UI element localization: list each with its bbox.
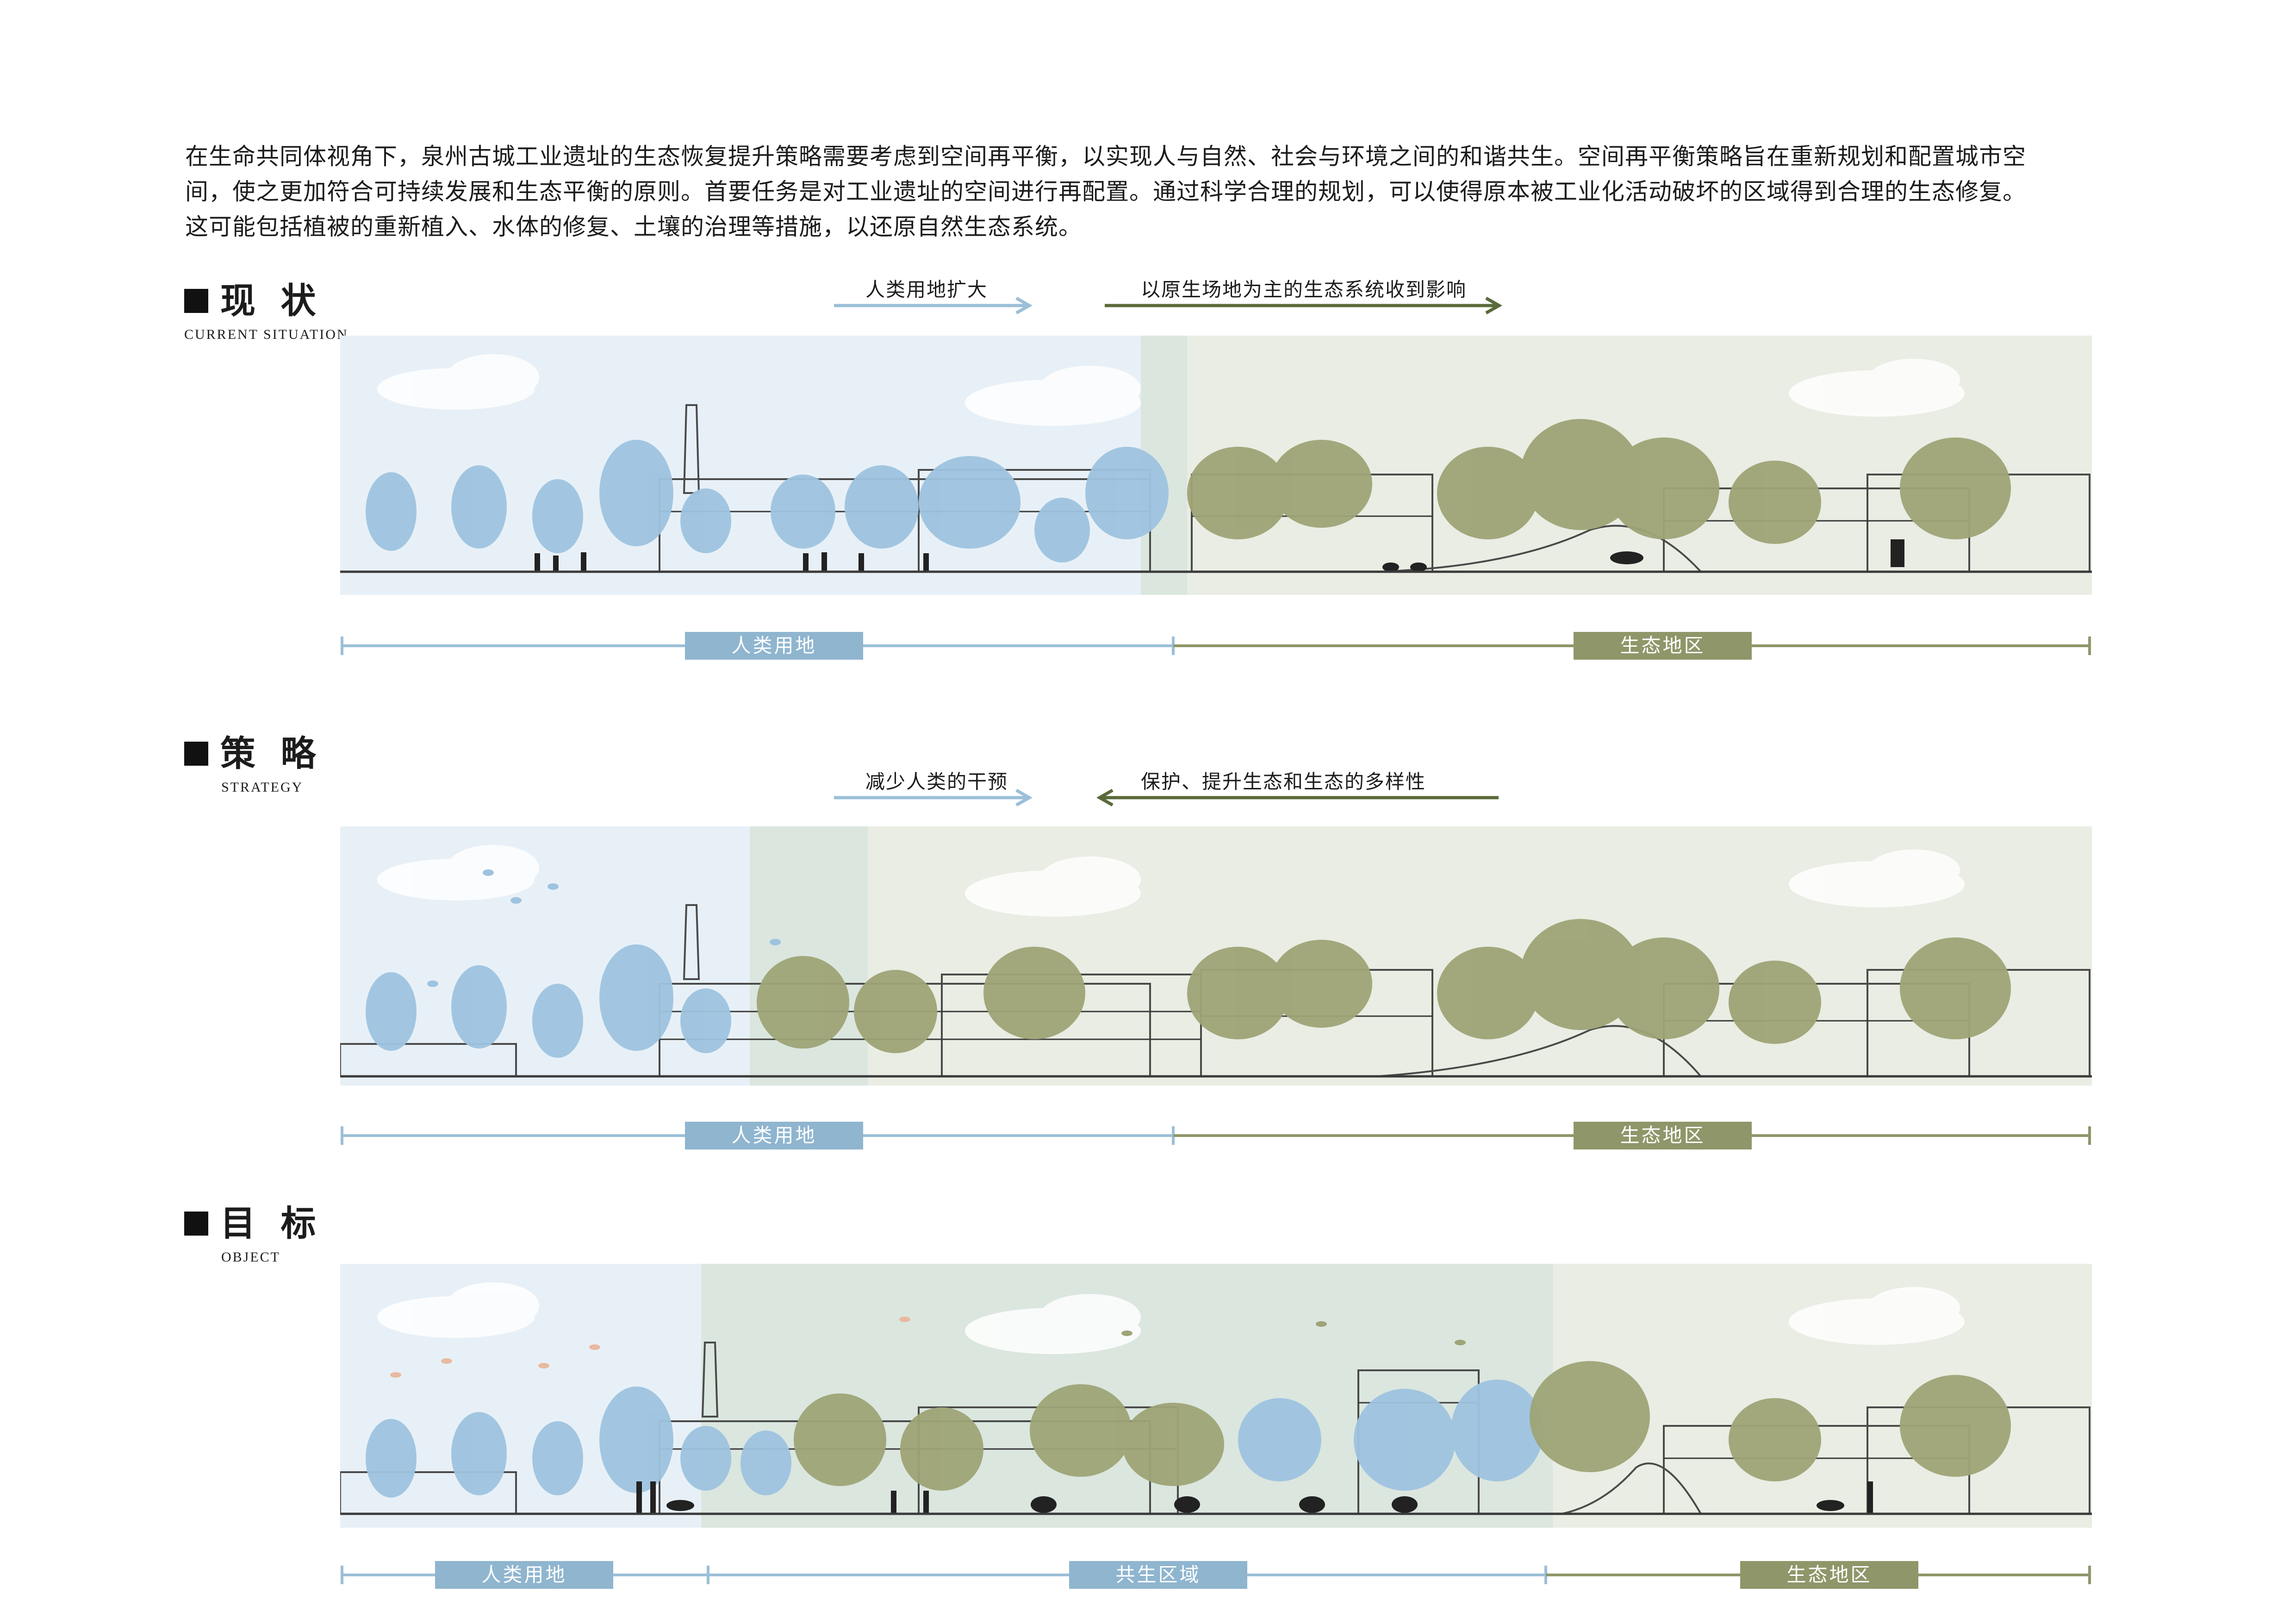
zone-label-human: 人类用地 <box>685 1122 863 1149</box>
annotation-reduce-intervention: 减少人类的干预 <box>865 770 1008 793</box>
section-subtitle: CURRENT SITUATION <box>184 327 348 342</box>
intro-paragraph: 在生命共同体视角下，泉州古城工业遗址的生态恢复提升策略需要考虑到空间再平衡，以实… <box>185 139 2110 244</box>
green-trees <box>757 919 2011 1053</box>
section-elevation-object <box>340 1264 2092 1528</box>
section-elevation-current <box>340 336 2092 595</box>
people-silhouettes <box>535 552 929 571</box>
arrow-right-blue-icon <box>834 296 1033 315</box>
green-trees <box>794 1361 2011 1491</box>
square-bullet-icon <box>184 742 208 766</box>
blue-trees <box>366 1380 1543 1498</box>
animal-silhouettes <box>1382 539 1904 572</box>
zone-scale-line <box>341 1126 2091 1145</box>
cloud-icon <box>377 845 1965 917</box>
section-title-strategy: 策 略 STRATEGY <box>184 736 322 795</box>
annotation-human-expansion: 人类用地扩大 <box>865 278 988 301</box>
zone-label-symbiosis: 共生区域 <box>1069 1561 1247 1589</box>
section-heading: 目 标 <box>220 1203 323 1244</box>
people-silhouettes <box>636 1481 1873 1514</box>
animal-silhouettes <box>666 1496 1844 1513</box>
section-heading: 现 状 <box>220 280 323 321</box>
section-subtitle: STRATEGY <box>221 780 304 795</box>
zone-label-human: 人类用地 <box>685 632 863 660</box>
section-title-current: 现 状 CURRENT SITUATION <box>184 283 348 343</box>
zone-bar-object: 人类用地 共生区域 生态地区 <box>340 1552 2092 1598</box>
arrow-left-green-icon <box>1096 788 1499 807</box>
elevation-drawing <box>340 826 2092 1086</box>
section-title-object: 目 标 OBJECT <box>184 1206 322 1265</box>
zone-scale-line <box>341 637 2091 655</box>
zone-label-human: 人类用地 <box>435 1561 613 1589</box>
zone-bar-current: 人类用地 生态地区 <box>340 623 2092 669</box>
zone-label-eco: 生态地区 <box>1740 1561 1918 1589</box>
arrow-right-blue-icon <box>834 788 1033 807</box>
elevation-drawing <box>340 336 2092 595</box>
zone-bar-strategy: 人类用地 生态地区 <box>340 1112 2092 1159</box>
leaf-bird-icons <box>1121 1321 1466 1345</box>
zone-label-eco: 生态地区 <box>1574 632 1752 660</box>
intro-line-1: 在生命共同体视角下，泉州古城工业遗址的生态恢复提升策略需要考虑到空间再平衡，以实… <box>185 143 2026 170</box>
annotation-eco-affected: 以原生场地为主的生态系统收到影响 <box>1141 278 1467 301</box>
cloud-icon <box>377 354 1965 426</box>
green-trees <box>1187 419 2011 544</box>
section-heading: 策 略 <box>220 733 323 774</box>
annotation-protect-biodiversity: 保护、提升生态和生态的多样性 <box>1141 770 1426 793</box>
bird-icons <box>390 1317 910 1378</box>
intro-line-2: 间，使之更加符合可持续发展和生态平衡的原则。首要任务是对工业遗址的空间进行再配置… <box>185 178 2026 205</box>
blue-trees <box>366 440 1169 562</box>
intro-line-3: 这可能包括植被的重新植入、水体的修复、土壤的治理等措施，以还原自然生态系统。 <box>185 213 1082 240</box>
section-subtitle: OBJECT <box>221 1249 281 1265</box>
square-bullet-icon <box>184 1212 208 1236</box>
cloud-icon <box>377 1282 1965 1354</box>
section-elevation-strategy <box>340 826 2092 1086</box>
arrow-right-green-icon <box>1105 296 1503 315</box>
square-bullet-icon <box>184 289 208 313</box>
zone-label-eco: 生态地区 <box>1574 1122 1752 1149</box>
elevation-drawing <box>340 1264 2092 1528</box>
butterfly-icons <box>427 869 781 987</box>
blue-trees <box>366 944 731 1058</box>
